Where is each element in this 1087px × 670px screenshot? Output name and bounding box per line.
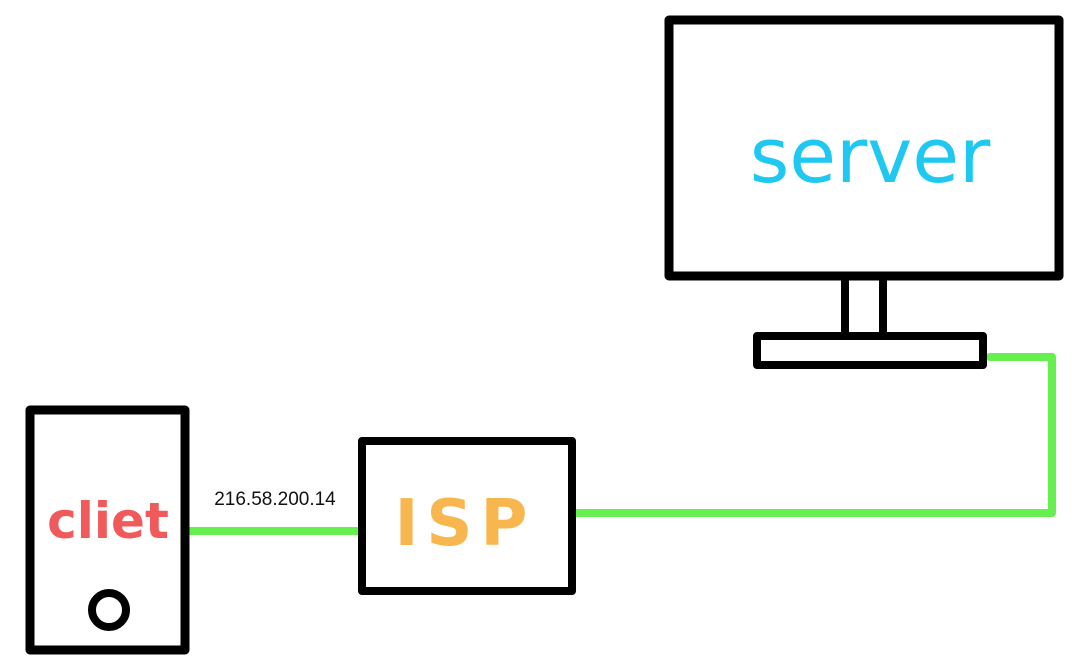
monitor-stand <box>753 332 987 369</box>
isp-node: ISP <box>358 437 576 595</box>
ip-address-label: 216.58.200.14 <box>214 489 336 510</box>
monitor-neck <box>841 272 887 340</box>
isp-label: ISP <box>395 487 536 561</box>
isp-server-connection <box>571 353 1056 517</box>
isp-box <box>358 437 576 595</box>
client-label: cliet <box>47 492 169 550</box>
client-device: cliet <box>25 405 190 655</box>
server-label: server <box>750 111 991 200</box>
server-device: server <box>664 15 1064 369</box>
phone-icon <box>25 405 190 655</box>
circle-button-icon <box>88 589 130 631</box>
connection-lines <box>181 353 1056 535</box>
